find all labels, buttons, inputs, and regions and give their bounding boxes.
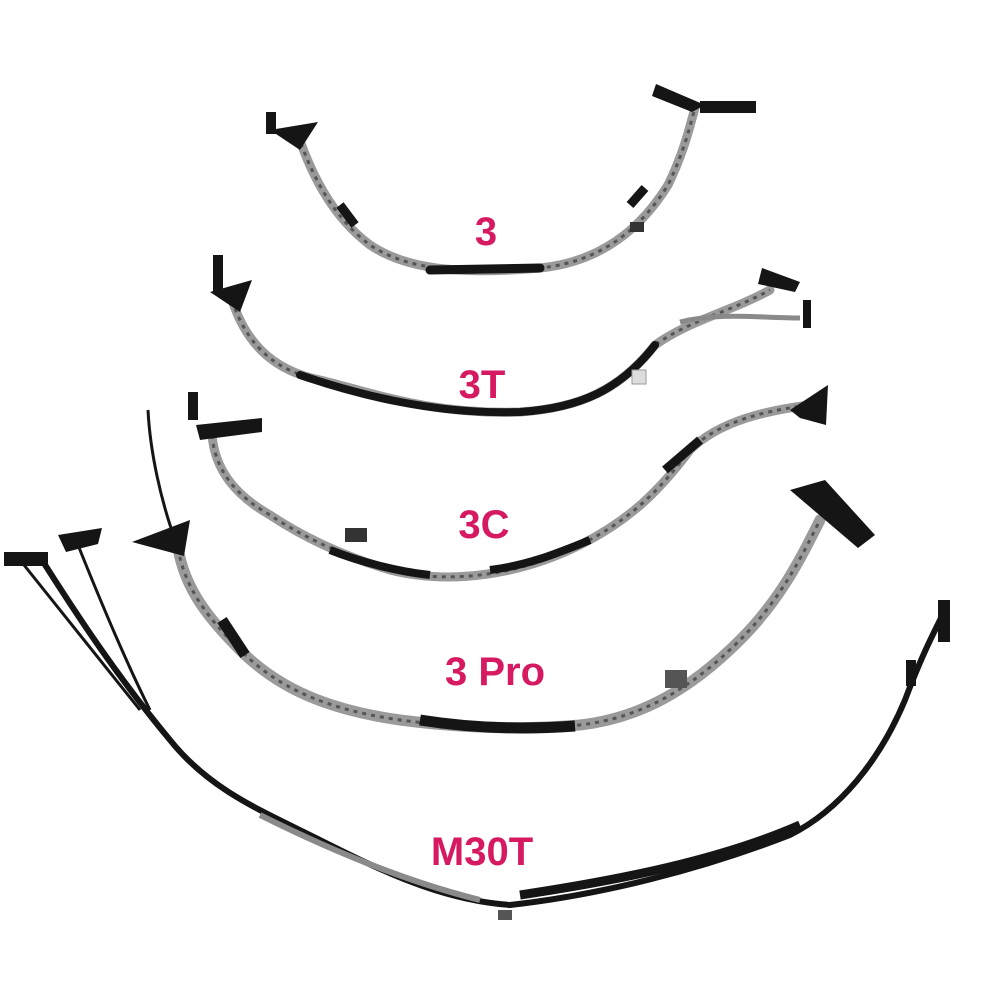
cable-label-m30t: M30T: [430, 830, 534, 874]
cable-3: [266, 84, 756, 276]
cable-3t: [210, 255, 811, 417]
cable-3-pro: [132, 409, 875, 734]
cable-label-3-pro: 3 Pro: [444, 650, 546, 694]
cable-label-3t: 3T: [458, 363, 506, 407]
cable-label-3c: 3C: [458, 503, 510, 547]
cable-m30t: [4, 528, 950, 920]
cable-3c: [188, 385, 828, 582]
cable-label-3: 3: [474, 210, 498, 254]
